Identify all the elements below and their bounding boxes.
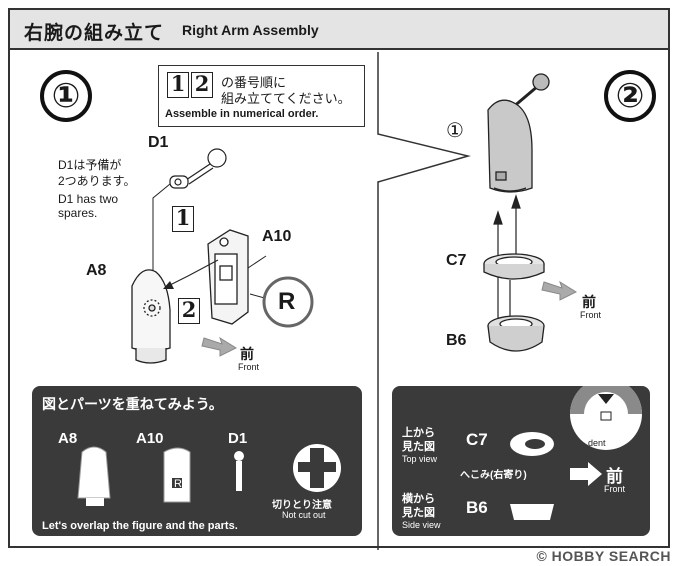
view-panel: 上から 見た図 Top view C7 dent へこみ(右寄り) 前 Fron… — [392, 386, 650, 536]
order-num-1: 1 — [167, 72, 189, 98]
overlap-label-d1: D1 — [228, 430, 248, 447]
section-header: 右腕の組み立て Right Arm Assembly — [10, 10, 668, 50]
overlap-footer: Let's overlap the figure and the parts. — [42, 520, 238, 532]
front-jp-step1: 前 — [240, 346, 254, 362]
side-view-jp2: 見た図 — [402, 507, 435, 519]
seq-num-2: 2 — [178, 298, 200, 324]
seq-num-1: 1 — [172, 206, 194, 232]
label-a8: A8 — [86, 262, 107, 279]
title-jp: 右腕の組み立て — [24, 23, 165, 44]
spare-jp-line1: D1は予備が — [58, 158, 122, 172]
overlap-title: 図とパーツを重ねてみよう。 — [42, 396, 223, 412]
view-illustrations — [510, 386, 642, 520]
a10-part-illustration — [207, 229, 249, 325]
front-arrow-step2 — [541, 280, 578, 301]
view-front-en: Front — [604, 484, 626, 494]
r-callout-circle — [262, 276, 314, 328]
side-view-part: B6 — [466, 498, 488, 517]
note-jp-line2: 組み立ててください。 — [221, 91, 351, 106]
front-en-step2: Front — [580, 310, 602, 320]
d1-lead-line — [152, 183, 171, 276]
spare-en-line2: spares. — [58, 206, 98, 220]
label-d1: D1 — [148, 134, 169, 151]
cut-note-jp: 切りとり注意 — [272, 500, 332, 511]
spare-en-line1: D1 has two — [58, 192, 119, 206]
dent-jp: へこみ(右寄り) — [460, 470, 527, 481]
front-en-step1: Front — [238, 362, 260, 372]
step2-number: ② — [604, 70, 656, 122]
overlap-silhouettes — [77, 444, 341, 506]
overlap-r-mark: R — [174, 478, 182, 490]
r-mark: R — [278, 288, 296, 315]
dent-en: dent — [588, 438, 606, 448]
order-note-box: 1 2 の番号順に 組み立ててください。 Assemble in numeric… — [158, 65, 365, 127]
assembly-illustration — [131, 52, 578, 550]
overlap-label-a10: A10 — [136, 430, 164, 447]
d1-part-illustration — [169, 148, 227, 189]
top-view-jp1: 上から — [402, 427, 435, 439]
front-jp-step2: 前 — [582, 294, 596, 310]
step2-circle-ref: ① — [446, 120, 464, 142]
note-en: Assemble in numerical order. — [165, 108, 319, 120]
a10-lead-line — [167, 259, 219, 287]
overlap-label-a8: A8 — [58, 430, 78, 447]
front-arrow-step1 — [201, 336, 238, 357]
overlap-panel: 図とパーツを重ねてみよう。 A8 A10 D1 R 切りとり注意 Not cut… — [32, 386, 362, 536]
label-b6: B6 — [446, 332, 467, 349]
top-view-en: Top view — [402, 454, 438, 464]
side-view-en: Side view — [402, 520, 441, 530]
label-c7: C7 — [446, 252, 467, 269]
top-view-jp2: 見た図 — [402, 441, 435, 453]
step-divider — [377, 52, 471, 550]
watermark: © HOBBY SEARCH — [536, 548, 671, 564]
b6-part-illustration — [487, 315, 545, 352]
order-num-2: 2 — [191, 72, 213, 98]
title-en: Right Arm Assembly — [182, 22, 319, 38]
view-front-jp: 前 — [606, 467, 623, 486]
label-a10: A10 — [262, 228, 292, 245]
a8-part-illustration — [131, 269, 171, 364]
step1-number: ① — [40, 70, 92, 122]
c7-part-illustration — [483, 253, 545, 280]
side-view-jp1: 横から — [402, 493, 435, 505]
cut-note-en: Not cut out — [282, 510, 326, 520]
spare-jp-line2: 2つあります。 — [58, 174, 136, 188]
top-view-part: C7 — [466, 430, 488, 449]
assembled-arm-illustration — [487, 73, 550, 193]
instruction-sheet: 右腕の組み立て Right Arm Assembly — [8, 8, 670, 550]
note-jp-line1: の番号順に — [221, 75, 287, 90]
